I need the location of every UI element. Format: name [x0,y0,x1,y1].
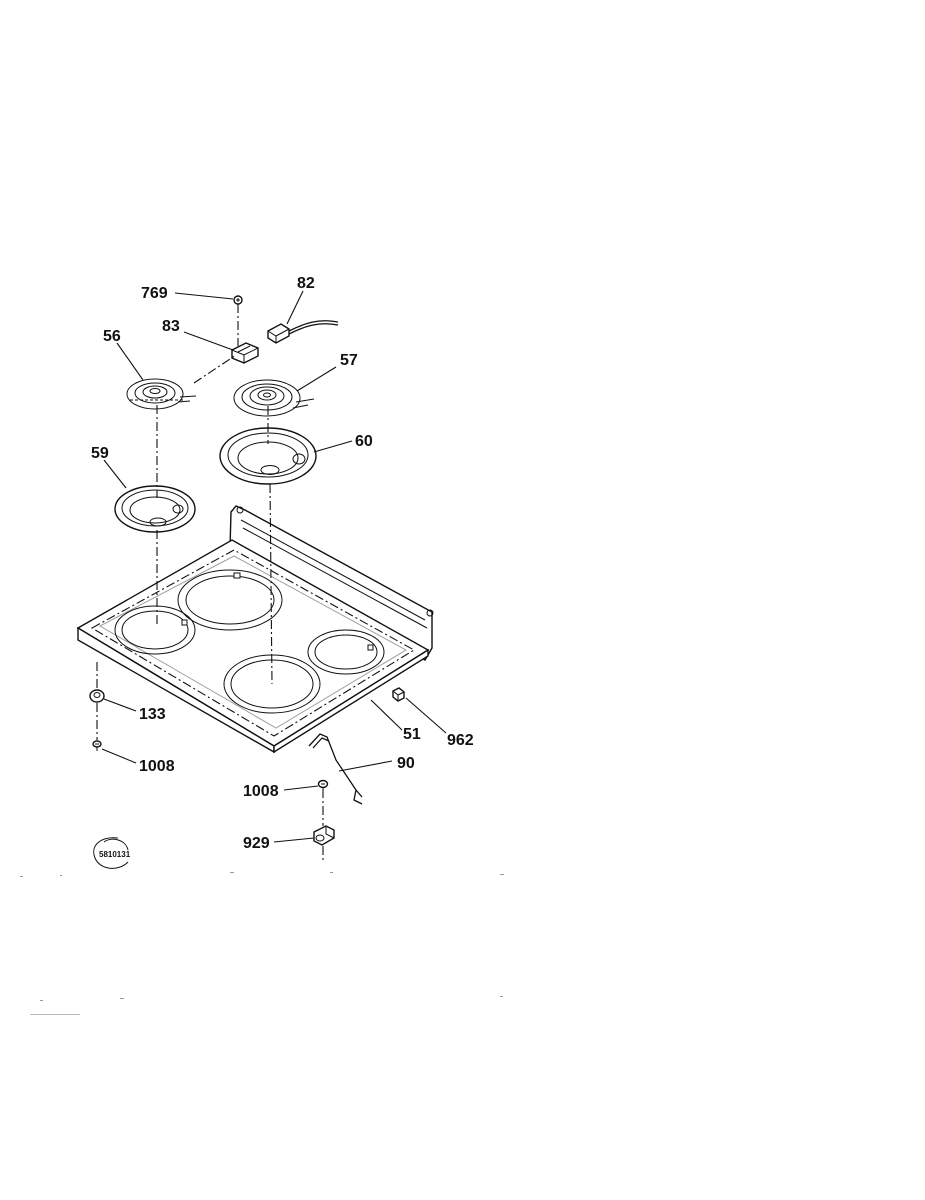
callout-90: 90 [397,755,415,772]
callout-133: 133 [139,706,166,723]
screw-1008-left [92,740,102,751]
callout-82: 82 [297,275,315,292]
surface-element-57 [233,379,315,417]
drip-bowl-60 [219,427,317,485]
surface-element-56 [126,378,197,410]
terminal-block-83 [231,342,259,364]
callout-57: 57 [340,352,358,369]
bracket-929 [313,825,335,846]
callout-59: 59 [91,445,109,462]
callout-51: 51 [403,726,421,743]
screw-769 [233,295,243,305]
leader-lines [101,290,447,843]
alignment-lines [96,304,324,862]
wire-connector-82 [267,320,339,344]
callout-56: 56 [103,328,121,345]
burner-opening-back-right [307,629,385,675]
callout-929: 929 [243,835,270,852]
burner-opening-back-left [177,569,283,631]
callout-769: 769 [141,285,168,302]
drip-bowl-59 [114,485,196,533]
scan-specks [20,872,504,1015]
callout-60: 60 [355,433,373,450]
callout-1008-bottom: 1008 [243,783,279,800]
burner-opening-front-left [114,605,196,655]
callout-83: 83 [162,318,180,335]
cooktop-main-top [76,505,434,754]
diagram-code-stamp: 5810131 [93,837,131,869]
diagram-code: 5810131 [99,850,131,859]
grommet-133 [89,689,105,703]
callout-962: 962 [447,732,474,749]
callout-1008-left: 1008 [139,758,175,775]
nut-962 [392,687,405,702]
support-rod-90 [308,733,363,805]
